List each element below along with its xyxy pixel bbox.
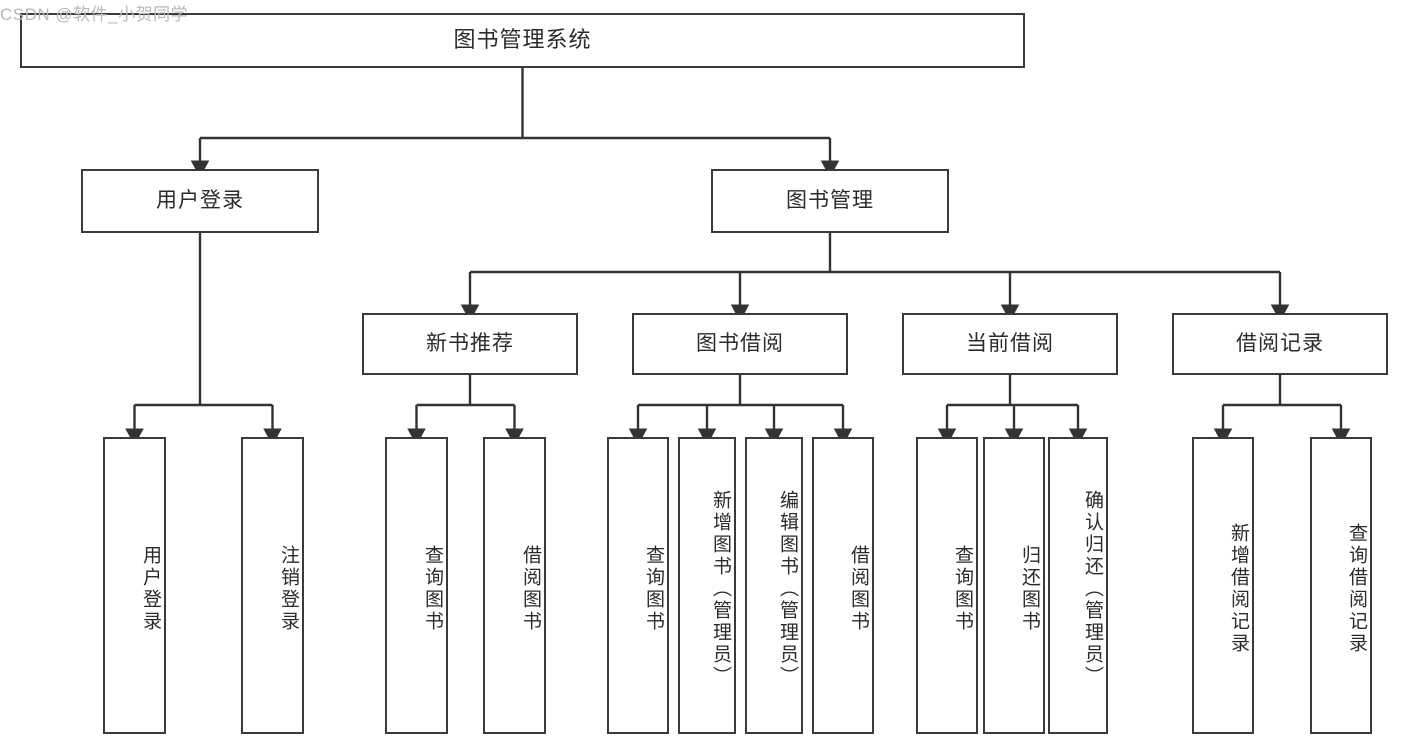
- node-leaf-borrow-edit-book[interactable]: 编辑图书（管理员）: [745, 437, 803, 734]
- node-book-manage[interactable]: 图书管理: [711, 169, 949, 233]
- watermark-label: CSDN @软件_小贺同学: [0, 5, 189, 24]
- node-leaf-current-query-book[interactable]: 查询图书: [916, 437, 978, 734]
- node-leaf-borrow-query-book[interactable]: 查询图书: [607, 437, 669, 734]
- node-label: 借阅图书: [848, 544, 869, 633]
- node-leaf-current-return-book[interactable]: 归还图书: [983, 437, 1045, 734]
- node-leaf-borrow-add-book[interactable]: 新增图书（管理员）: [678, 437, 736, 734]
- node-leaf-current-confirm-return[interactable]: 确认归还（管理员）: [1048, 437, 1108, 734]
- node-leaf-record-add[interactable]: 新增借阅记录: [1192, 437, 1254, 734]
- node-label: 用户登录: [140, 544, 161, 633]
- node-new-book-rec[interactable]: 新书推荐: [362, 313, 578, 375]
- node-label: 查询图书: [952, 544, 973, 633]
- node-label: 查询图书: [422, 544, 443, 633]
- node-leaf-borrow-borrow-book[interactable]: 借阅图书: [812, 437, 874, 734]
- node-label: 确认归还（管理员）: [1082, 489, 1103, 688]
- node-label: 新增借阅记录: [1228, 522, 1249, 655]
- node-current-borrow[interactable]: 当前借阅: [902, 313, 1118, 375]
- node-leaf-record-query[interactable]: 查询借阅记录: [1310, 437, 1372, 734]
- node-label: 新增图书（管理员）: [710, 489, 731, 688]
- node-label: 当前借阅: [966, 332, 1054, 356]
- node-leaf-user-login[interactable]: 用户登录: [103, 437, 166, 734]
- node-leaf-rec-query-book[interactable]: 查询图书: [385, 437, 448, 734]
- node-label: 借阅图书: [520, 544, 541, 633]
- node-leaf-rec-borrow-book[interactable]: 借阅图书: [483, 437, 546, 734]
- node-user-login[interactable]: 用户登录: [81, 169, 319, 233]
- node-root[interactable]: 图书管理系统: [20, 13, 1025, 68]
- node-label: 查询借阅记录: [1346, 522, 1367, 655]
- node-label: 借阅记录: [1236, 332, 1324, 356]
- node-leaf-user-logout[interactable]: 注销登录: [241, 437, 304, 734]
- connector-lines: [125, 68, 1351, 446]
- node-label: 新书推荐: [426, 332, 514, 356]
- node-label: 图书管理系统: [453, 27, 592, 53]
- node-borrow-record[interactable]: 借阅记录: [1172, 313, 1388, 375]
- node-label: 查询图书: [643, 544, 664, 633]
- node-label: 归还图书: [1019, 544, 1040, 633]
- node-label: 图书借阅: [696, 332, 784, 356]
- node-label: 图书管理: [786, 189, 874, 213]
- node-book-borrow[interactable]: 图书借阅: [632, 313, 848, 375]
- node-label: 注销登录: [278, 544, 299, 633]
- node-label: 编辑图书（管理员）: [777, 489, 798, 688]
- node-label: 用户登录: [156, 189, 244, 213]
